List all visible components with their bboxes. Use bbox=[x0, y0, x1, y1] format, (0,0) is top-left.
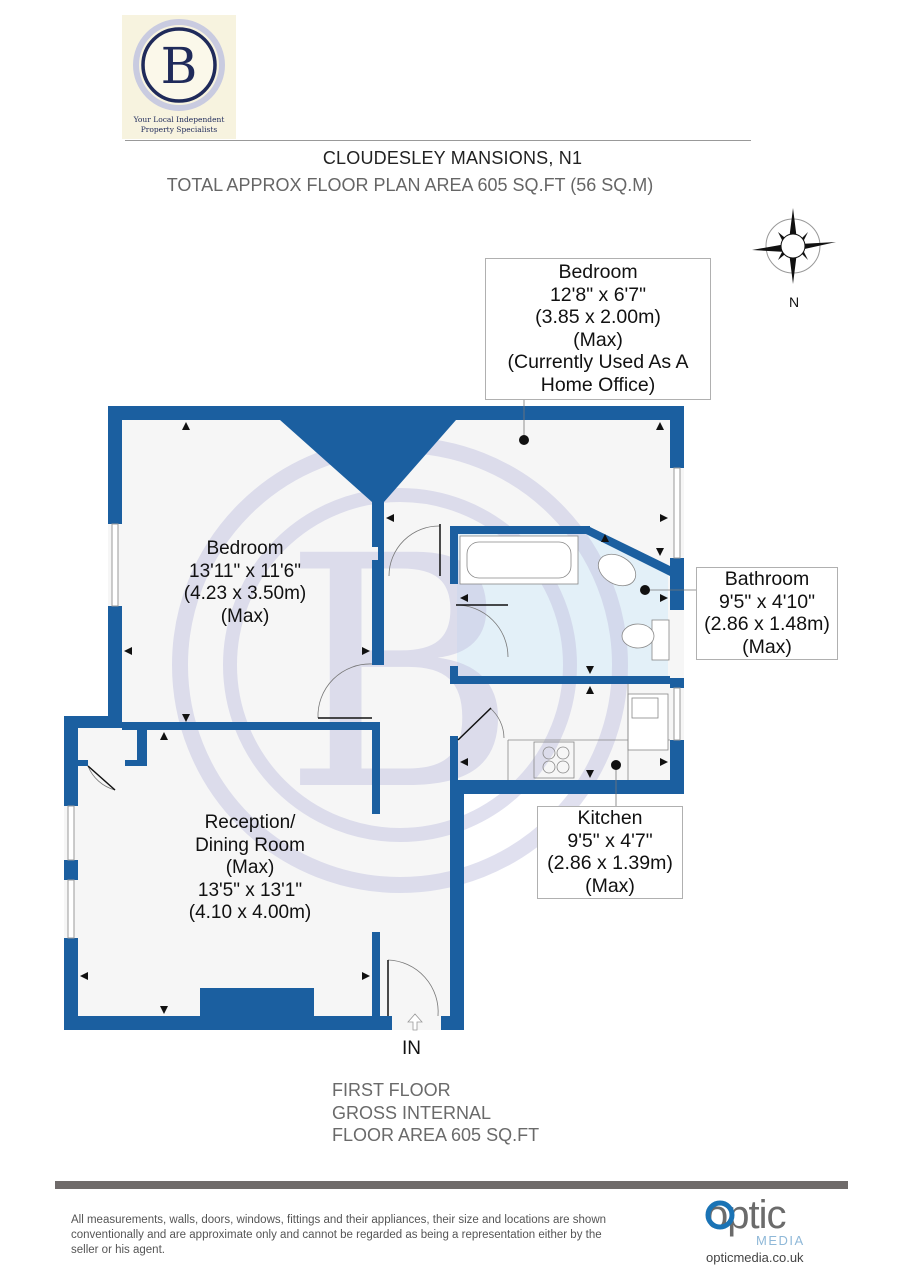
door-leaves bbox=[87, 524, 508, 1016]
room-dimensions-metric: (2.86 x 1.39m) bbox=[547, 852, 673, 874]
room-name: Dining Room bbox=[195, 834, 305, 856]
floor-area-info: FIRST FLOOR GROSS INTERNAL FLOOR AREA 60… bbox=[332, 1079, 539, 1147]
room-dimensions-imperial: 9'5" x 4'10" bbox=[718, 590, 816, 613]
door-swings bbox=[87, 525, 509, 1017]
room-dimensions-imperial: 13'5" x 13'1" bbox=[197, 879, 303, 901]
room-note: (Max) bbox=[742, 635, 792, 658]
floor-area-value: FLOOR AREA 605 SQ.FT bbox=[332, 1125, 540, 1145]
room-note: (Max) bbox=[220, 605, 270, 627]
footer-divider bbox=[55, 1181, 848, 1189]
gross-internal-label: GROSS INTERNAL bbox=[332, 1102, 492, 1123]
entrance-arrow-icon bbox=[407, 1013, 423, 1031]
logo-tagline-2: Property Specialists bbox=[140, 125, 218, 134]
total-area-subtitle: TOTAL APPROX FLOOR PLAN AREA 605 SQ.FT (… bbox=[166, 175, 654, 195]
floor-plan: B bbox=[64, 396, 696, 1031]
room-label-kitchen: Kitchen 9'5" x 4'7" (2.86 x 1.39m) (Max) bbox=[537, 806, 683, 899]
room-name: Bedroom bbox=[206, 538, 284, 559]
measurement-arrows bbox=[80, 422, 668, 1014]
disclaimer-text: All measurements, walls, doors, windows,… bbox=[71, 1214, 607, 1256]
kitchen-fixtures bbox=[507, 684, 670, 780]
room-label-reception: Reception/ Dining Room (Max) 13'5" x 13'… bbox=[170, 812, 330, 925]
svg-text:MEDIA: MEDIA bbox=[756, 1233, 805, 1248]
room-usage-note: (Currently Used As A bbox=[507, 351, 689, 373]
entrance-label: IN bbox=[402, 1038, 421, 1059]
bathroom-fixtures bbox=[459, 535, 670, 661]
room-label-bedroom-office: Bedroom 12'8" x 6'7" (3.85 x 2.00m) (Max… bbox=[485, 258, 711, 400]
room-dimensions-imperial: 12'8" x 6'7" bbox=[549, 283, 647, 306]
optic-media-logo: optic MEDIA opticmedia.co.uk bbox=[700, 1192, 810, 1272]
room-name: Bathroom bbox=[724, 568, 810, 590]
walls bbox=[64, 406, 684, 1030]
optic-url: opticmedia.co.uk bbox=[706, 1250, 804, 1265]
agent-logo: B Your Local Independent Property Specia… bbox=[122, 15, 236, 139]
room-usage-note: Home Office) bbox=[540, 373, 656, 396]
room-name: Bedroom bbox=[558, 261, 638, 283]
label-leaders bbox=[519, 396, 696, 806]
room-label-bathroom: Bathroom 9'5" x 4'10" (2.86 x 1.48m) (Ma… bbox=[696, 567, 838, 660]
room-dimensions-metric: (2.86 x 1.48m) bbox=[704, 613, 830, 635]
room-dimensions-imperial: 13'11" x 11'6" bbox=[189, 560, 301, 582]
room-name: Kitchen bbox=[577, 807, 643, 829]
logo-emblem-icon: B bbox=[133, 19, 225, 111]
compass-north-label: N bbox=[789, 294, 800, 310]
property-title: CLOUDESLEY MANSIONS, N1 bbox=[322, 148, 583, 168]
header-divider bbox=[125, 140, 751, 141]
optic-logo-icon: optic MEDIA bbox=[705, 1193, 805, 1248]
svg-text:optic: optic bbox=[706, 1193, 786, 1237]
room-dimensions-metric: (4.23 x 3.50m) bbox=[183, 583, 307, 604]
floor-name: FIRST FLOOR bbox=[332, 1080, 451, 1100]
room-note: (Max) bbox=[573, 328, 623, 351]
room-note: (Max) bbox=[585, 874, 635, 897]
windows bbox=[67, 467, 681, 939]
room-dimensions-metric: (4.10 x 4.00m) bbox=[188, 902, 312, 923]
room-label-bedroom-main: Bedroom 13'11" x 11'6" (4.23 x 3.50m) (M… bbox=[160, 538, 330, 628]
room-note: (Max) bbox=[225, 857, 275, 878]
room-dimensions-imperial: 9'5" x 4'7" bbox=[567, 829, 653, 852]
logo-letter: B bbox=[161, 37, 198, 95]
watermark-logo-icon: B bbox=[172, 437, 628, 893]
compass-rose-icon bbox=[752, 208, 836, 284]
room-dimensions-metric: (3.85 x 2.00m) bbox=[535, 306, 661, 328]
room-name: Reception/ bbox=[204, 812, 296, 833]
logo-tagline-1: Your Local Independent bbox=[133, 115, 225, 124]
